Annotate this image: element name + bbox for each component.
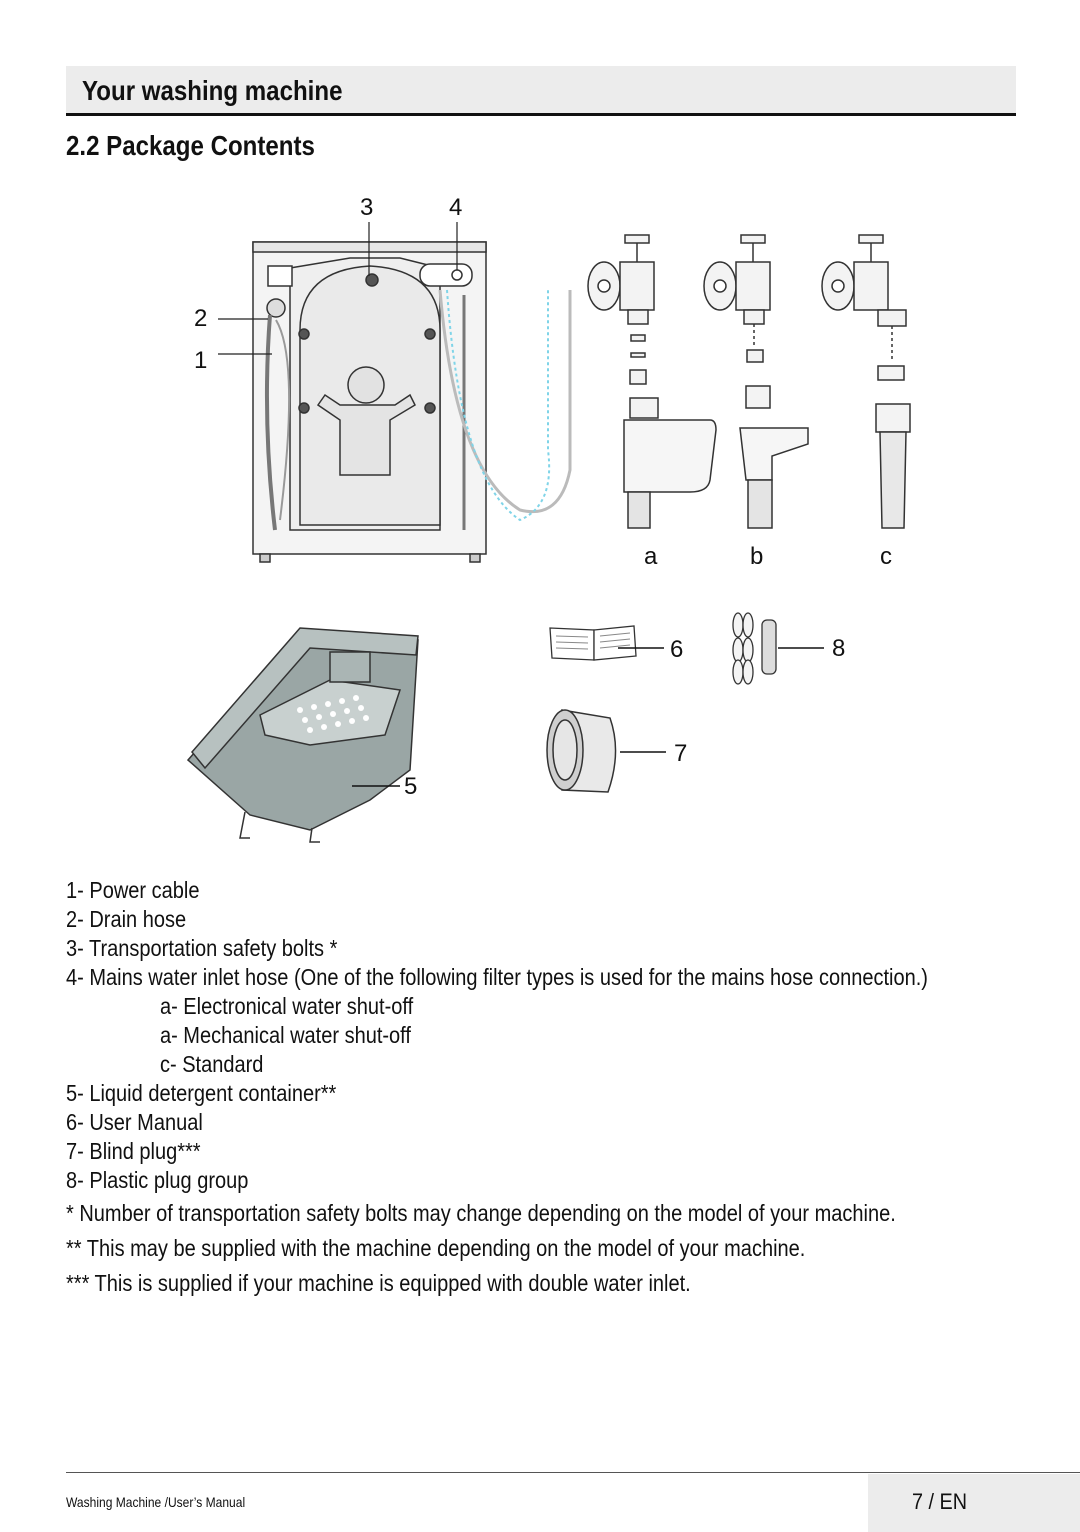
footnotes: * Number of transportation safety bolts … bbox=[66, 1196, 1026, 1301]
callout-b: b bbox=[750, 543, 764, 570]
footnote: * Number of transportation safety bolts … bbox=[66, 1200, 896, 1226]
figure-drawing bbox=[186, 222, 911, 843]
callout-3: 3 bbox=[360, 194, 374, 221]
contents-list: 1- Power cable 2- Drain hose 3- Transpor… bbox=[66, 876, 1026, 1195]
callout-c: c bbox=[880, 543, 892, 570]
package-contents-figure: 3 4 2 1 a b c 6 8 7 5 bbox=[186, 194, 911, 843]
user-manual-book bbox=[549, 625, 664, 661]
water-tap-a bbox=[587, 234, 717, 529]
list-item: 4- Mains water inlet hose (One of the fo… bbox=[66, 964, 928, 990]
plastic-plug-group bbox=[732, 612, 824, 685]
callout-7: 7 bbox=[674, 740, 688, 767]
callout-6: 6 bbox=[670, 636, 684, 663]
page-number: 7 / EN bbox=[912, 1489, 968, 1514]
list-item: 1- Power cable bbox=[66, 877, 200, 903]
footnote: ** This may be supplied with the machine… bbox=[66, 1235, 806, 1261]
list-item: 2- Drain hose bbox=[66, 906, 187, 932]
blind-plug bbox=[546, 709, 666, 793]
list-subitem: c- Standard bbox=[159, 1051, 264, 1077]
list-subitem: a- Mechanical water shut-off bbox=[159, 1022, 411, 1048]
list-item: 8- Plastic plug group bbox=[66, 1167, 249, 1193]
callout-8: 8 bbox=[832, 635, 846, 662]
section-title: Your washing machine bbox=[82, 75, 343, 106]
footer-manual-title: Washing Machine /User’s Manual bbox=[66, 1494, 246, 1510]
footnote: *** This is supplied if your machine is … bbox=[66, 1270, 691, 1296]
washing-machine-back bbox=[252, 241, 572, 563]
callout-5: 5 bbox=[404, 773, 418, 800]
footer-divider bbox=[66, 1472, 1080, 1473]
leader-lines bbox=[218, 222, 458, 355]
water-tap-c bbox=[821, 234, 911, 529]
detergent-container bbox=[186, 627, 419, 843]
page-heading: 2.2 Package Contents bbox=[66, 130, 315, 161]
list-item: 5- Liquid detergent container** bbox=[66, 1080, 337, 1106]
section-header-bar: Your washing machine bbox=[66, 66, 1016, 116]
callout-4: 4 bbox=[449, 194, 463, 221]
list-item: 7- Blind plug*** bbox=[66, 1138, 201, 1164]
footer-page-box bbox=[868, 1474, 1080, 1532]
water-tap-b bbox=[703, 234, 809, 529]
callout-2: 2 bbox=[194, 305, 208, 332]
callout-1: 1 bbox=[194, 347, 208, 374]
list-item: 3- Transportation safety bolts * bbox=[66, 935, 338, 961]
callout-a: a bbox=[644, 543, 658, 570]
list-item: 6- User Manual bbox=[66, 1109, 203, 1135]
list-subitem: a- Electronical water shut-off bbox=[159, 993, 414, 1019]
